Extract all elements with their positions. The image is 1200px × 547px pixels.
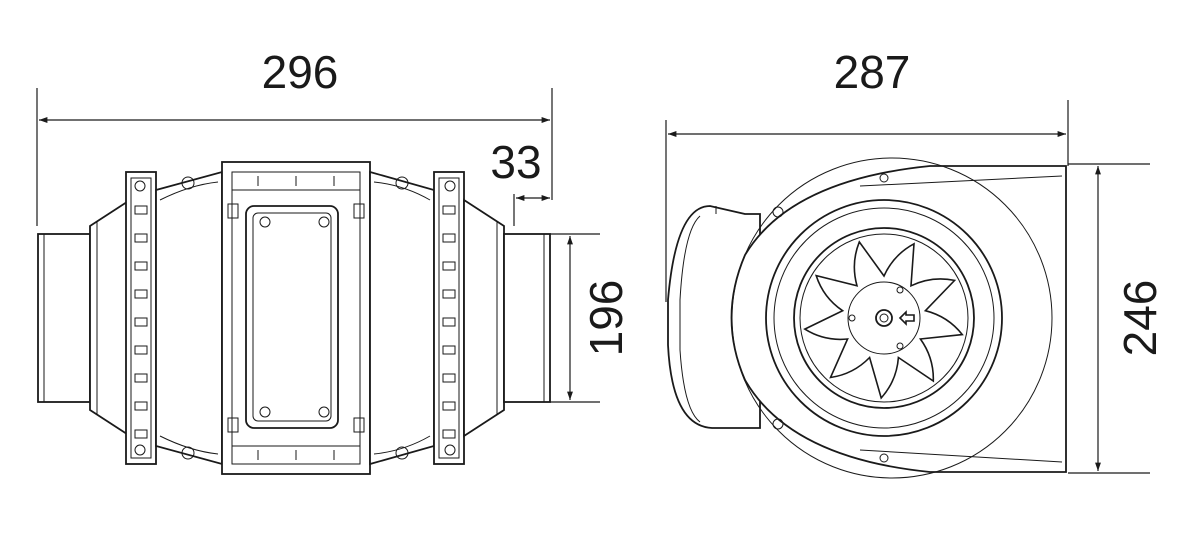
- impeller-blades: [803, 240, 964, 400]
- right-clamp-ribs: [442, 205, 456, 439]
- front-view: [667, 157, 1067, 479]
- collar-diameter-dimension-label: 196: [580, 280, 632, 357]
- airflow-arrow-icon: [898, 310, 915, 326]
- side-view: [37, 161, 551, 475]
- length-dimension-label: 296: [262, 46, 339, 98]
- terminal-box: [667, 205, 761, 429]
- left-housing: [155, 170, 223, 466]
- side-view-dimensions: 296 33 196: [36, 46, 632, 403]
- left-clamp-ribs: [134, 205, 148, 439]
- collar-length-dimension-label: 33: [490, 136, 541, 188]
- right-housing: [369, 170, 435, 466]
- left-collar: [37, 233, 91, 403]
- front-view-dimensions: 287 246: [665, 46, 1166, 474]
- right-collar: [503, 233, 551, 403]
- terminal-box-cover: [245, 205, 339, 429]
- impeller-hub: [875, 309, 893, 327]
- height-dimension-label: 246: [1114, 280, 1166, 357]
- right-cone: [463, 198, 505, 438]
- width-dimension-label: 287: [834, 46, 911, 98]
- left-cone: [89, 198, 131, 438]
